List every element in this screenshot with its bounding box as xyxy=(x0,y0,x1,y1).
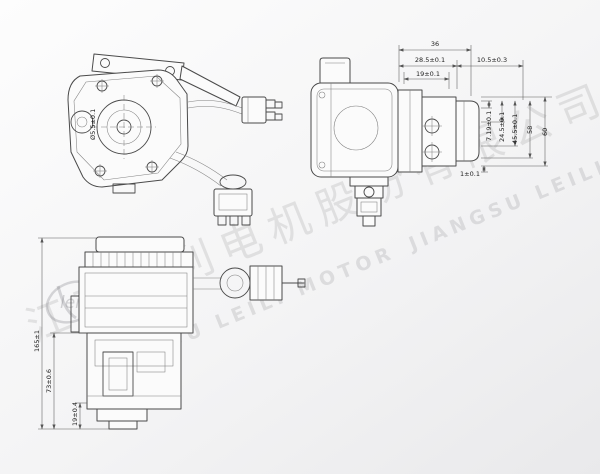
dim-label-60: 60 xyxy=(541,128,549,136)
dim-label-7-19: 7.19±0.1 xyxy=(485,111,493,141)
side-view: 36 28.5±0.1 10.5±0.3 19±0.1 7.19±0.1 24.… xyxy=(310,40,552,227)
dim-label-73: 73±0.6 xyxy=(45,369,53,393)
dim-label-36: 36 xyxy=(431,40,439,48)
dim-label-1: 1±0.1 xyxy=(460,170,480,178)
connector-upper xyxy=(241,96,283,124)
bottom-view: 165±1 73±0.6 19±0.4 xyxy=(33,236,306,430)
upper-housing xyxy=(78,266,194,334)
screw-bottom-left xyxy=(93,164,107,178)
cap xyxy=(95,236,185,253)
lower-housing xyxy=(86,332,182,410)
connector-lower xyxy=(213,174,253,226)
dim-label-45-5: 45.5±0.1 xyxy=(511,114,519,144)
dim-left-group: 165±1 73±0.6 19±0.4 xyxy=(33,237,109,430)
dim-label-58: 58 xyxy=(526,126,534,134)
bottom-tab xyxy=(112,183,136,194)
screw-top-right xyxy=(150,74,164,88)
dim-label-19-4: 19±0.4 xyxy=(71,402,79,426)
foot xyxy=(96,408,148,422)
bolt-upper xyxy=(422,116,442,136)
end-cap xyxy=(455,100,480,162)
flange-ribs xyxy=(92,252,182,267)
plate-hole-left xyxy=(100,58,110,68)
bracket-arm xyxy=(179,65,241,107)
wire-harness-upper xyxy=(187,100,243,115)
side-hub xyxy=(70,110,94,134)
dim-label-10-5: 10.5±0.3 xyxy=(477,56,507,64)
bottom-connector xyxy=(349,176,389,227)
bolt-lower xyxy=(422,142,442,162)
screw-bottom-right xyxy=(145,160,159,174)
front-view: Ø5.5±0.1 xyxy=(67,53,283,226)
top-tab xyxy=(319,57,351,83)
dim-label-165: 165±1 xyxy=(33,330,41,352)
dim-label-19: 19±0.1 xyxy=(416,70,440,78)
dim-label-28-5: 28.5±0.1 xyxy=(415,56,445,64)
dim-right-group: 7.19±0.1 24.5±0.1 45.5±0.1 58 60 1±0.1 xyxy=(460,96,552,178)
side-step xyxy=(70,295,80,333)
dim-label-24-5: 24.5±0.1 xyxy=(498,112,506,142)
dim-label-hole: Ø5.5±0.1 xyxy=(89,109,97,140)
side-connector xyxy=(193,265,306,301)
foot-tab xyxy=(108,420,138,430)
gearbox-body xyxy=(67,69,189,188)
dim-top-group: 36 28.5±0.1 10.5±0.3 19±0.1 xyxy=(398,40,524,100)
screw-top-left xyxy=(95,79,109,93)
